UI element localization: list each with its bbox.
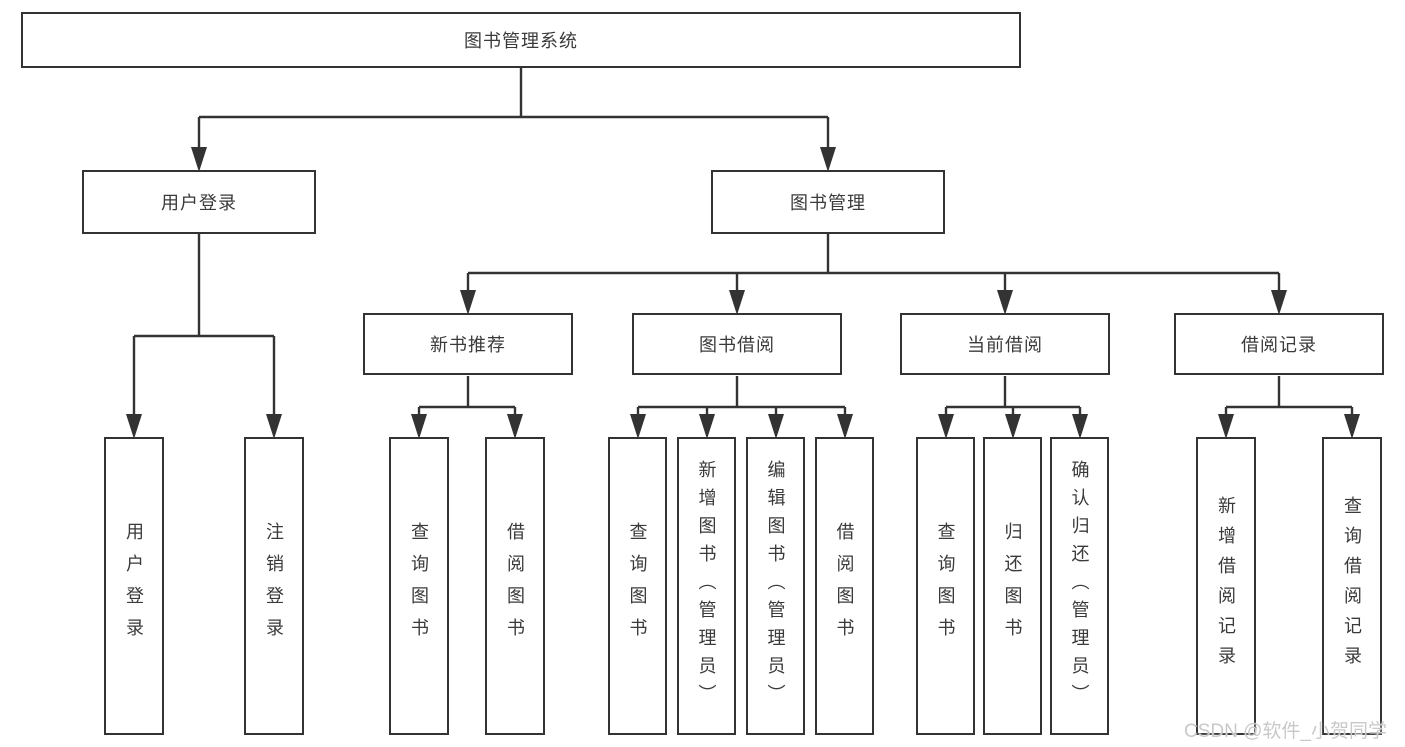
leaf-query-books-borrowing-label: 查询图书 [627, 522, 648, 650]
arrow-down-icon [837, 414, 853, 439]
arrow-down-icon [1005, 414, 1021, 439]
leaf-user-login-label: 用户登录 [124, 522, 144, 650]
arrow-down-icon [126, 414, 142, 439]
node-book-borrowing: 图书借阅 [632, 313, 842, 375]
connector-bookmgmt-branch [466, 234, 1281, 292]
leaf-add-borrow-record-label: 新增借阅记录 [1216, 496, 1236, 676]
leaf-add-books-admin-label: 新增图书（管理员） [696, 460, 717, 712]
leaf-borrow-books-borrowing-label: 借阅图书 [834, 522, 855, 650]
arrow-down-icon [191, 147, 207, 172]
connector-root-branch [197, 68, 830, 152]
arrow-down-icon [460, 290, 476, 315]
leaf-query-books-borrowing: 查询图书 [608, 437, 667, 735]
leaf-return-books-label: 归还图书 [1002, 522, 1023, 650]
node-new-book-recommendation: 新书推荐 [363, 313, 573, 375]
leaf-confirm-return-admin: 确认归还（管理员） [1050, 437, 1109, 735]
connector-borrowing-branch [636, 376, 847, 416]
arrow-down-icon [507, 414, 523, 439]
arrow-down-icon [699, 414, 715, 439]
connector-current-branch [944, 376, 1082, 416]
leaf-query-borrow-record-label: 查询借阅记录 [1342, 496, 1362, 676]
leaf-query-books-recommend-label: 查询图书 [409, 522, 429, 650]
leaf-user-login: 用户登录 [104, 437, 164, 735]
node-book-management: 图书管理 [711, 170, 945, 234]
arrow-down-icon [820, 147, 836, 172]
arrow-down-icon [1218, 414, 1234, 439]
node-root: 图书管理系统 [21, 12, 1021, 68]
connector-records-branch [1224, 376, 1354, 416]
leaf-return-books: 归还图书 [983, 437, 1042, 735]
arrow-down-icon [768, 414, 784, 439]
node-borrowing-records: 借阅记录 [1174, 313, 1384, 375]
leaf-logout: 注销登录 [244, 437, 304, 735]
leaf-query-borrow-record: 查询借阅记录 [1322, 437, 1382, 735]
node-current-borrowing: 当前借阅 [900, 313, 1110, 375]
leaf-borrow-books-recommend: 借阅图书 [485, 437, 545, 735]
leaf-edit-books-admin-label: 编辑图书（管理员） [765, 460, 786, 712]
arrow-down-icon [266, 414, 282, 439]
arrow-down-icon [1072, 414, 1088, 439]
leaf-logout-label: 注销登录 [264, 522, 284, 650]
leaf-edit-books-admin: 编辑图书（管理员） [746, 437, 805, 735]
arrow-down-icon [411, 414, 427, 439]
arrow-down-icon [1271, 290, 1287, 315]
leaf-add-books-admin: 新增图书（管理员） [677, 437, 736, 735]
leaf-query-books-current: 查询图书 [916, 437, 975, 735]
arrow-down-icon [938, 414, 954, 439]
arrowheads [126, 147, 1360, 439]
leaf-query-books-recommend: 查询图书 [389, 437, 449, 735]
leaf-borrow-books-borrowing: 借阅图书 [815, 437, 874, 735]
arrow-down-icon [630, 414, 646, 439]
connector-newbook-branch [417, 376, 517, 416]
arrow-down-icon [1344, 414, 1360, 439]
leaf-confirm-return-admin-label: 确认归还（管理员） [1069, 460, 1090, 712]
arrow-down-icon [729, 290, 745, 315]
arrow-down-icon [997, 290, 1013, 315]
node-user-login: 用户登录 [82, 170, 316, 234]
leaf-add-borrow-record: 新增借阅记录 [1196, 437, 1256, 735]
leaf-query-books-current-label: 查询图书 [935, 522, 956, 650]
leaf-borrow-books-recommend-label: 借阅图书 [505, 522, 525, 650]
connector-userlogin-branch [132, 234, 276, 416]
watermark: CSDN @软件_小贺同学 [1184, 721, 1387, 742]
